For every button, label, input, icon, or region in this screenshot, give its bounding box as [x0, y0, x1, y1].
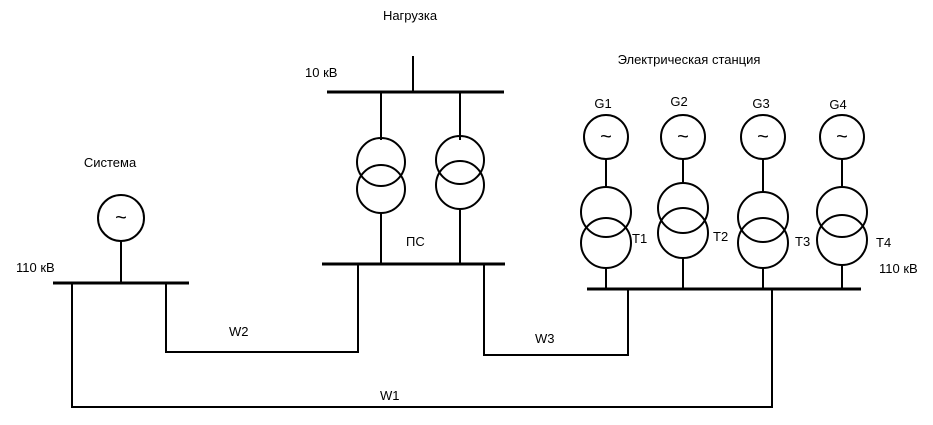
generator-4-glyph: ~ [836, 126, 848, 148]
line-w1 [71, 283, 773, 408]
label-power-station: Электрическая станция [618, 52, 761, 67]
station-transformer-2 [657, 182, 709, 259]
substation-transformer-1 [356, 137, 406, 214]
line-w3 [483, 264, 629, 356]
label-line-w2: W2 [229, 324, 249, 339]
station-transformer-4 [816, 186, 868, 266]
generator-1-glyph: ~ [600, 126, 612, 148]
label-line-w3: W3 [535, 331, 555, 346]
system-source: ~ [97, 194, 145, 242]
label-substation: ПС [406, 234, 425, 249]
label-transformer-3: T3 [795, 234, 810, 249]
label-voltage-110kv-right: 110 кВ [879, 261, 918, 276]
label-generator-1: G1 [594, 96, 611, 111]
station-transformer-3 [737, 191, 789, 269]
substation-transformer-2 [435, 135, 485, 210]
generator-2: ~ [660, 114, 706, 160]
generator-1: ~ [583, 114, 629, 160]
label-generator-4: G4 [829, 97, 846, 112]
generator-3: ~ [740, 114, 786, 160]
label-line-w1: W1 [380, 388, 400, 403]
system-source-glyph: ~ [115, 207, 127, 229]
label-generator-3: G3 [752, 96, 769, 111]
station-transformer-1 [580, 186, 632, 269]
generator-4: ~ [819, 114, 865, 160]
label-voltage-10kv: 10 кВ [305, 65, 337, 80]
label-generator-2: G2 [670, 94, 687, 109]
label-transformer-1: T1 [632, 231, 647, 246]
generator-2-glyph: ~ [677, 126, 689, 148]
label-transformer-4: T4 [876, 235, 891, 250]
line-w2 [165, 264, 359, 353]
label-transformer-2: T2 [713, 229, 728, 244]
label-voltage-110kv-left: 110 кВ [16, 260, 55, 275]
generator-3-glyph: ~ [757, 126, 769, 148]
label-load: Нагрузка [383, 8, 438, 23]
label-system: Система [84, 155, 137, 170]
